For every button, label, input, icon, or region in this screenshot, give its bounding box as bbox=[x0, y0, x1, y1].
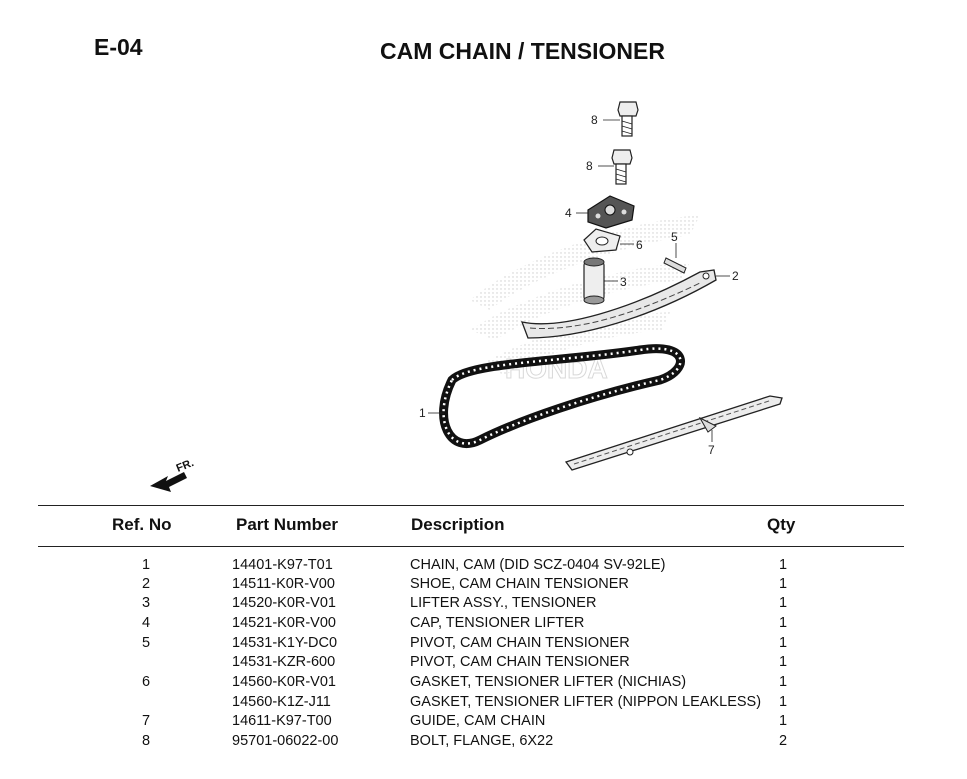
flange-bolt-lower bbox=[598, 149, 633, 185]
table-row: 4 14521-K0R-V00 CAP, TENSIONER LIFTER 1 bbox=[0, 615, 967, 635]
quantity: 1 bbox=[778, 615, 788, 631]
part-number: 14611-K97-T00 bbox=[232, 713, 332, 729]
flange-bolt-upper bbox=[603, 101, 639, 137]
description: PIVOT, CAM CHAIN TENSIONER bbox=[410, 654, 630, 670]
part-number: 14401-K97-T01 bbox=[232, 557, 333, 573]
callout-5: 5 bbox=[671, 230, 678, 244]
ref-no: 3 bbox=[141, 595, 151, 611]
callout-6: 6 bbox=[636, 238, 643, 252]
tensioner-lifter bbox=[583, 257, 618, 305]
quantity: 2 bbox=[778, 733, 788, 749]
table-row: 2 14511-K0R-V00 SHOE, CAM CHAIN TENSIONE… bbox=[0, 576, 967, 596]
header-ref-no: Ref. No bbox=[112, 515, 172, 534]
chain-tensioner-shoe bbox=[520, 269, 730, 339]
ref-no: 1 bbox=[141, 557, 151, 573]
table-top-rule bbox=[38, 505, 904, 506]
table-row: 7 14611-K97-T00 GUIDE, CAM CHAIN 1 bbox=[0, 713, 967, 733]
quantity: 1 bbox=[778, 576, 788, 592]
quantity: 1 bbox=[778, 654, 788, 670]
header-description: Description bbox=[411, 515, 505, 534]
table-row: 8 95701-06022-00 BOLT, FLANGE, 6X22 2 bbox=[0, 733, 967, 753]
ref-no: 7 bbox=[141, 713, 151, 729]
part-number: 14531-K1Y-DC0 bbox=[232, 635, 338, 651]
quantity: 1 bbox=[778, 674, 788, 690]
front-arrow-icon: FR. bbox=[150, 457, 196, 492]
cam-chain bbox=[428, 344, 685, 448]
description: PIVOT, CAM CHAIN TENSIONER bbox=[410, 635, 630, 651]
quantity: 1 bbox=[778, 595, 788, 611]
quantity: 1 bbox=[778, 694, 788, 710]
description: GASKET, TENSIONER LIFTER (NIPPON LEAKLES… bbox=[410, 694, 762, 710]
section-code: E-04 bbox=[94, 34, 143, 60]
description: SHOE, CAM CHAIN TENSIONER bbox=[410, 576, 629, 592]
part-number: 14560-K1Z-J11 bbox=[232, 694, 331, 710]
part-number: 14560-K0R-V01 bbox=[232, 674, 336, 690]
callout-8-lower: 8 bbox=[586, 159, 593, 173]
svg-text:FR.: FR. bbox=[175, 457, 196, 475]
header-part-number: Part Number bbox=[236, 515, 339, 534]
part-number: 14511-K0R-V00 bbox=[232, 576, 335, 592]
ref-no: 5 bbox=[141, 635, 151, 651]
tensioner-pivot bbox=[663, 243, 687, 274]
description: BOLT, FLANGE, 6X22 bbox=[410, 733, 554, 749]
ref-no: 8 bbox=[141, 733, 151, 749]
description: GUIDE, CAM CHAIN bbox=[410, 713, 546, 729]
part-number: 14520-K0R-V01 bbox=[232, 595, 336, 611]
quantity: 1 bbox=[778, 557, 788, 573]
header-qty: Qty bbox=[767, 515, 796, 534]
table-row: 6 14560-K0R-V01 GASKET, TENSIONER LIFTER… bbox=[0, 674, 967, 694]
table-header-rule bbox=[38, 546, 904, 547]
description: LIFTER ASSY., TENSIONER bbox=[410, 595, 597, 611]
callout-7: 7 bbox=[708, 443, 715, 457]
table-row: 1 14401-K97-T01 CHAIN, CAM (DID SCZ-0404… bbox=[0, 557, 967, 577]
callout-2: 2 bbox=[732, 269, 739, 283]
tensioner-gasket bbox=[583, 228, 634, 253]
part-number: 95701-06022-00 bbox=[232, 733, 339, 749]
quantity: 1 bbox=[778, 635, 788, 651]
table-row: 5 14531-K1Y-DC0 PIVOT, CAM CHAIN TENSION… bbox=[0, 635, 967, 655]
table-row: 14560-K1Z-J11 GASKET, TENSIONER LIFTER (… bbox=[0, 694, 967, 714]
ref-no: 6 bbox=[141, 674, 151, 690]
description: CHAIN, CAM (DID SCZ-0404 SV-92LE) bbox=[410, 557, 666, 573]
description: GASKET, TENSIONER LIFTER (NICHIAS) bbox=[410, 674, 687, 690]
description: CAP, TENSIONER LIFTER bbox=[410, 615, 585, 631]
parts-diagram: HONDA bbox=[150, 101, 783, 492]
callout-1: 1 bbox=[419, 406, 426, 420]
table-row: 14531-KZR-600 PIVOT, CAM CHAIN TENSIONER… bbox=[0, 654, 967, 674]
callout-3: 3 bbox=[620, 275, 627, 289]
tensioner-lifter-cap bbox=[576, 195, 635, 229]
ref-no: 4 bbox=[141, 615, 151, 631]
part-number: 14521-K0R-V00 bbox=[232, 615, 336, 631]
table-row: 3 14520-K0R-V01 LIFTER ASSY., TENSIONER … bbox=[0, 595, 967, 615]
page-title: CAM CHAIN / TENSIONER bbox=[380, 38, 665, 64]
part-number: 14531-KZR-600 bbox=[232, 654, 336, 670]
callout-4: 4 bbox=[565, 206, 572, 220]
callout-8-upper: 8 bbox=[591, 113, 598, 127]
quantity: 1 bbox=[778, 713, 788, 729]
ref-no: 2 bbox=[141, 576, 151, 592]
cam-chain-guide bbox=[564, 395, 783, 471]
